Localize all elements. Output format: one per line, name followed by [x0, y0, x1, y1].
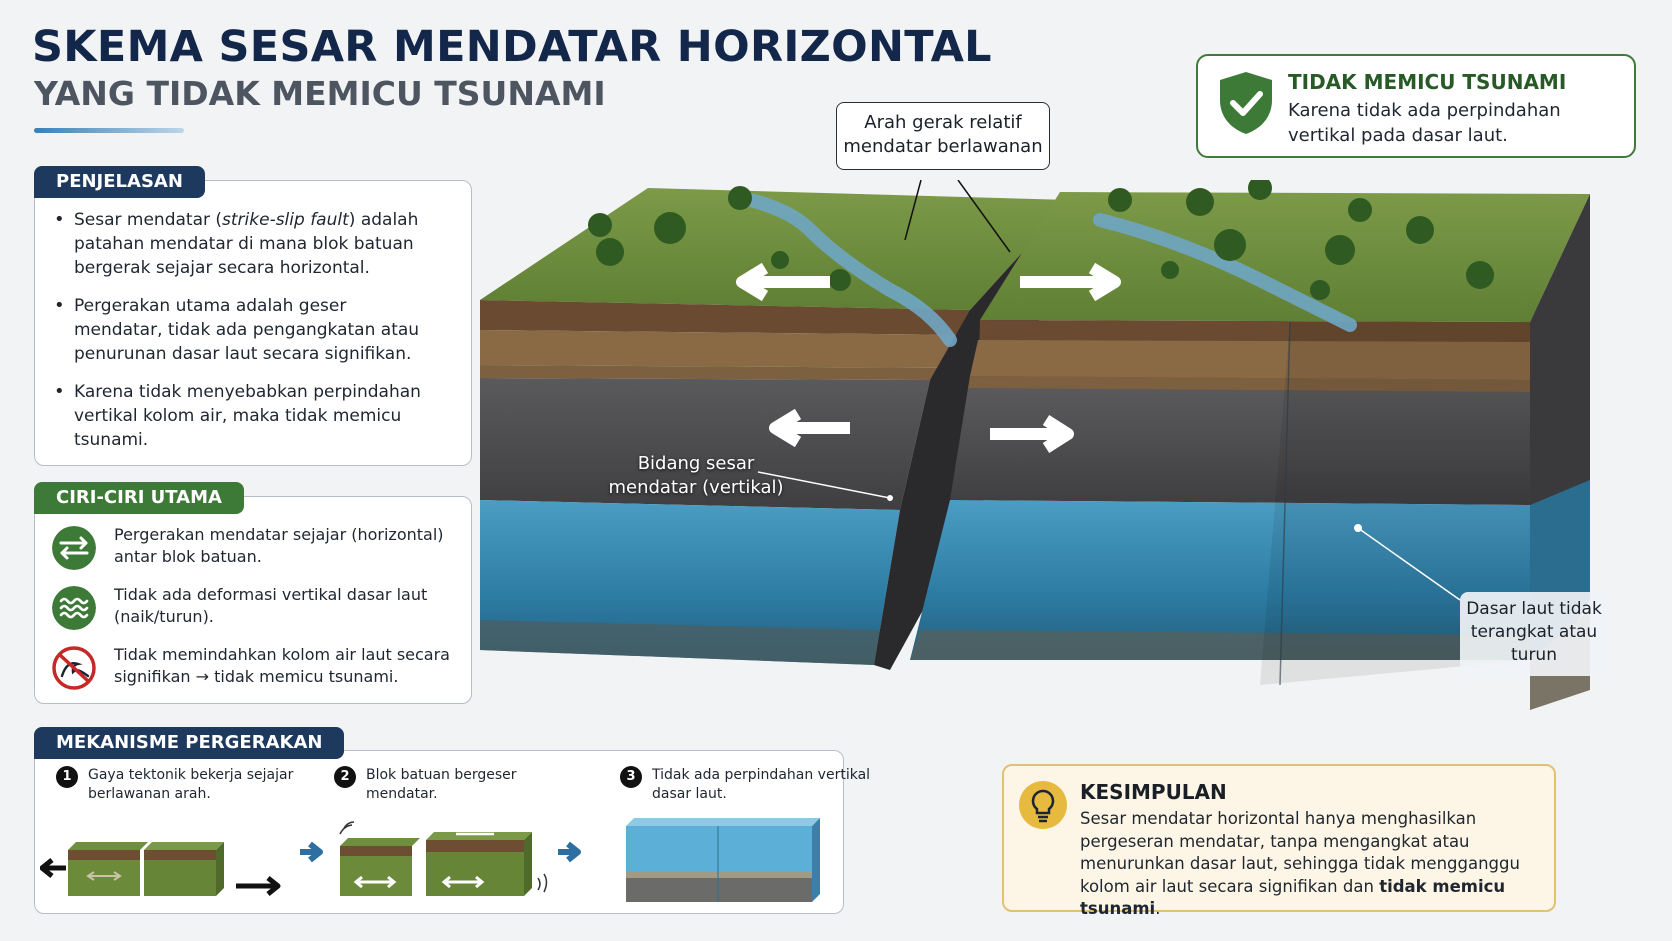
explanation-item: Sesar mendatar (strike-slip fault) adala…: [54, 208, 434, 280]
conclusion-title: KESIMPULAN: [1080, 780, 1227, 804]
step-number: 1: [56, 766, 78, 788]
feature-text: Tidak ada deformasi vertikal dasar laut …: [114, 585, 428, 626]
next-step-arrow-icon: [558, 841, 581, 863]
page-subtitle: YANG TIDAK MEMICU TSUNAMI: [34, 74, 606, 113]
page-title: SKEMA SESAR MENDATAR HORIZONTAL: [32, 22, 992, 72]
conclusion-box: KESIMPULAN Sesar mendatar horizontal han…: [1002, 764, 1556, 918]
step-text: Gaya tektonik bekerja sejajar berlawanan…: [88, 767, 294, 802]
features-panel: [34, 496, 472, 704]
step1-blocks-illustration: [40, 842, 281, 896]
lightbulb-icon: [1019, 781, 1067, 829]
no-tsunami-box: TIDAK MEMICU TSUNAMI Karena tidak ada pe…: [1196, 54, 1636, 158]
explanation-list: Sesar mendatar (strike-slip fault) adala…: [54, 208, 434, 466]
explanation-item: Karena tidak menyebabkan perpindahan ver…: [54, 380, 434, 452]
features-heading: CIRI-CIRI UTAMA: [34, 482, 244, 514]
explanation-heading: PENJELASAN: [34, 166, 205, 198]
title-underline: [34, 128, 184, 133]
step2-blocks-illustration: [339, 821, 548, 896]
fault-block-diagram: [480, 180, 1590, 710]
feature-text: Pergerakan mendatar sejajar (horizontal)…: [114, 525, 444, 566]
feature-item: Tidak ada deformasi vertikal dasar laut …: [52, 584, 452, 630]
explanation-item: Pergerakan utama adalah geser mendatar, …: [54, 294, 434, 366]
trees: [588, 180, 1494, 300]
feature-item: Tidak memindahkan kolom air laut secara …: [52, 644, 452, 690]
feature-item: Pergerakan mendatar sejajar (horizontal)…: [52, 524, 452, 570]
no-tsunami-text: Karena tidak ada perpindahan vertikal pa…: [1288, 100, 1561, 146]
fault-plane-label: Bidang sesar mendatar (vertikal): [608, 453, 784, 498]
no-tsunami-title: TIDAK MEMICU TSUNAMI: [1288, 70, 1567, 94]
seafloor-label: Dasar laut tidak terangkat atau turun: [1460, 592, 1608, 676]
feature-text: Tidak memindahkan kolom air laut secara …: [114, 645, 450, 686]
step-text: Blok batuan bergeser mendatar.: [366, 767, 517, 802]
conclusion-text: Sesar mendatar horizontal hanya menghasi…: [1080, 809, 1520, 918]
next-step-arrow-icon: [300, 841, 323, 863]
mechanism-heading: MEKANISME PERGERAKAN: [34, 727, 345, 759]
step3-water-illustration: [626, 818, 820, 902]
step-number: 2: [334, 766, 356, 788]
motion-direction-callout: Arah gerak relatif mendatar berlawanan: [836, 102, 1050, 170]
horizontal-arrows-icon: [52, 526, 96, 570]
step-text: Tidak ada perpindahan vertikal dasar lau…: [652, 767, 871, 802]
shield-check-icon: [1220, 72, 1272, 134]
step-number: 3: [620, 766, 642, 788]
no-tsunami-icon: [52, 646, 96, 690]
waves-icon: [52, 586, 96, 630]
